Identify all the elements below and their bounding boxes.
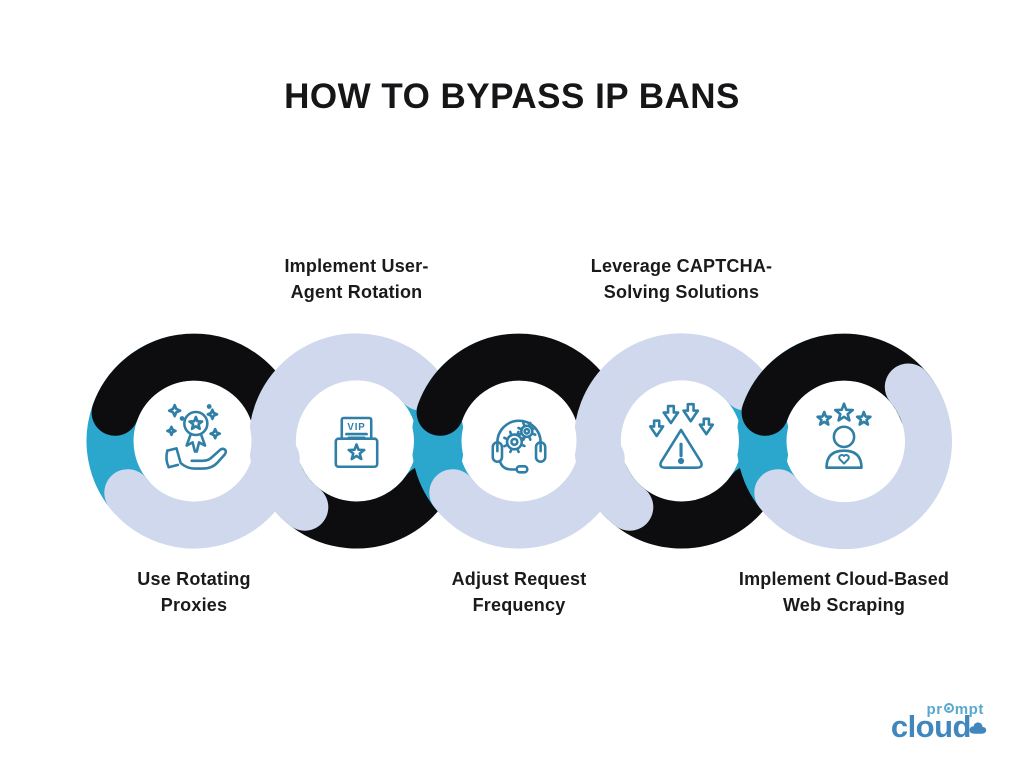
page-title: HOW TO BYPASS IP BANS: [284, 77, 740, 116]
cloud-icon: [969, 722, 987, 734]
warning-arrows-icon: [648, 402, 715, 469]
ring-arc-black: [416, 333, 622, 436]
headset-gears-icon: [491, 419, 547, 474]
ring-arc-peri: [754, 363, 952, 550]
step-hub-circle: [461, 383, 577, 499]
vip-box-icon: VIP: [334, 416, 379, 469]
ring-arc-peri: [573, 333, 770, 531]
logo-cloud-text: cloud: [890, 709, 972, 744]
logo-o-target-icon: [943, 703, 954, 713]
step-hub-circle: [136, 383, 252, 499]
person-stars-icon: [816, 402, 872, 469]
step-hub-circle: [624, 383, 739, 499]
ring-arc-black: [91, 333, 297, 436]
vip-label: VIP: [347, 422, 365, 433]
step-hub-circle: [786, 383, 902, 499]
ring-arc-peri: [248, 333, 445, 531]
hand-award-icon: [165, 403, 228, 470]
